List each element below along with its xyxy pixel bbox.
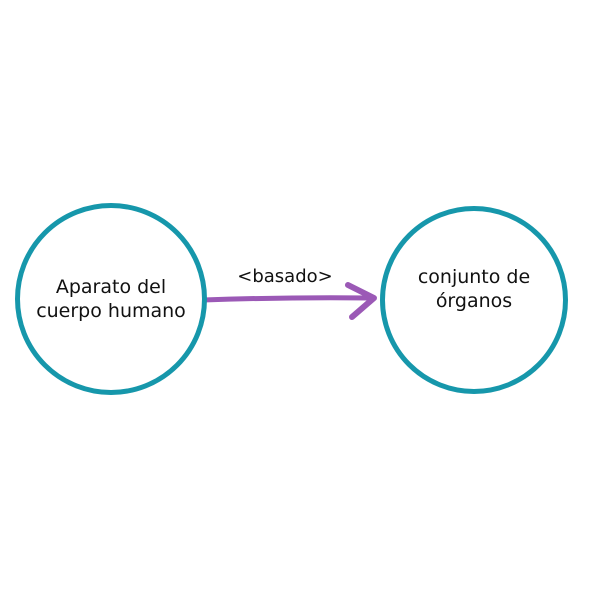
node-label: conjunto de órganos: [417, 266, 531, 312]
arrowhead-icon: [345, 282, 377, 320]
edge-arrow-line: [200, 295, 375, 303]
edge-label-basado: <basado>: [237, 266, 333, 287]
node-conjunto-de-organos[interactable]: conjunto de órganos: [380, 206, 568, 394]
node-aparato-del-cuerpo-humano[interactable]: Aparato del cuerpo humano: [15, 203, 207, 395]
node-label: Aparato del cuerpo humano: [36, 276, 186, 322]
